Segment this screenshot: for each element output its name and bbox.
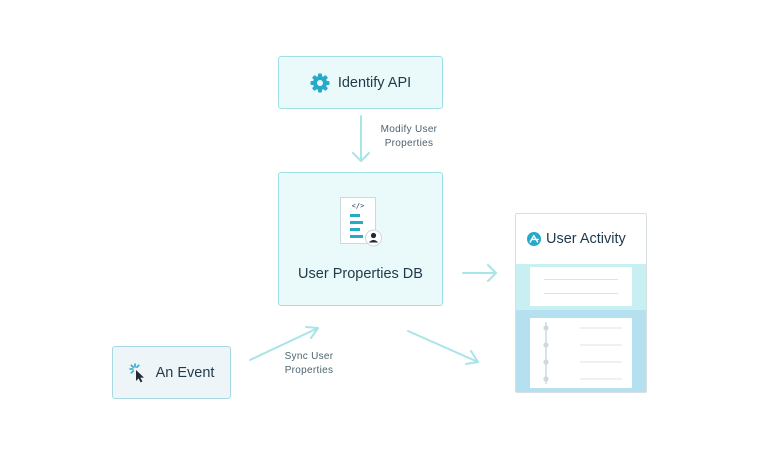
activity-band-bottom bbox=[516, 310, 646, 392]
node-label-user-activity: User Activity bbox=[546, 231, 626, 247]
arrow-modify bbox=[352, 115, 370, 162]
arrow-sync bbox=[249, 326, 319, 361]
node-label-user-properties-db: User Properties DB bbox=[298, 266, 423, 282]
activity-band-top bbox=[516, 264, 646, 310]
app-logo-icon bbox=[527, 232, 541, 246]
click-cursor-icon bbox=[128, 362, 144, 382]
edge-label-modify: Modify User Properties bbox=[380, 124, 438, 149]
node-label-an-event: An Event bbox=[155, 364, 215, 381]
arrow-to-activity-bottom bbox=[407, 330, 479, 365]
node-label-identify-api: Identify API bbox=[337, 74, 412, 91]
gear-icon bbox=[310, 73, 330, 92]
node-user-activity[interactable]: User Activity bbox=[515, 213, 647, 393]
doc-code-tag: </> bbox=[352, 202, 365, 210]
node-identify-api[interactable]: Identify API bbox=[278, 56, 443, 109]
arrow-to-activity-top bbox=[462, 264, 497, 282]
node-an-event[interactable]: An Event bbox=[112, 346, 231, 399]
activity-card-timeline bbox=[530, 318, 632, 388]
document-user-icon: </> bbox=[340, 197, 382, 247]
edge-label-sync: Sync User Properties bbox=[284, 351, 334, 376]
timeline-icon bbox=[543, 322, 622, 384]
activity-card-top bbox=[530, 267, 632, 306]
activity-header: User Activity bbox=[516, 214, 646, 264]
